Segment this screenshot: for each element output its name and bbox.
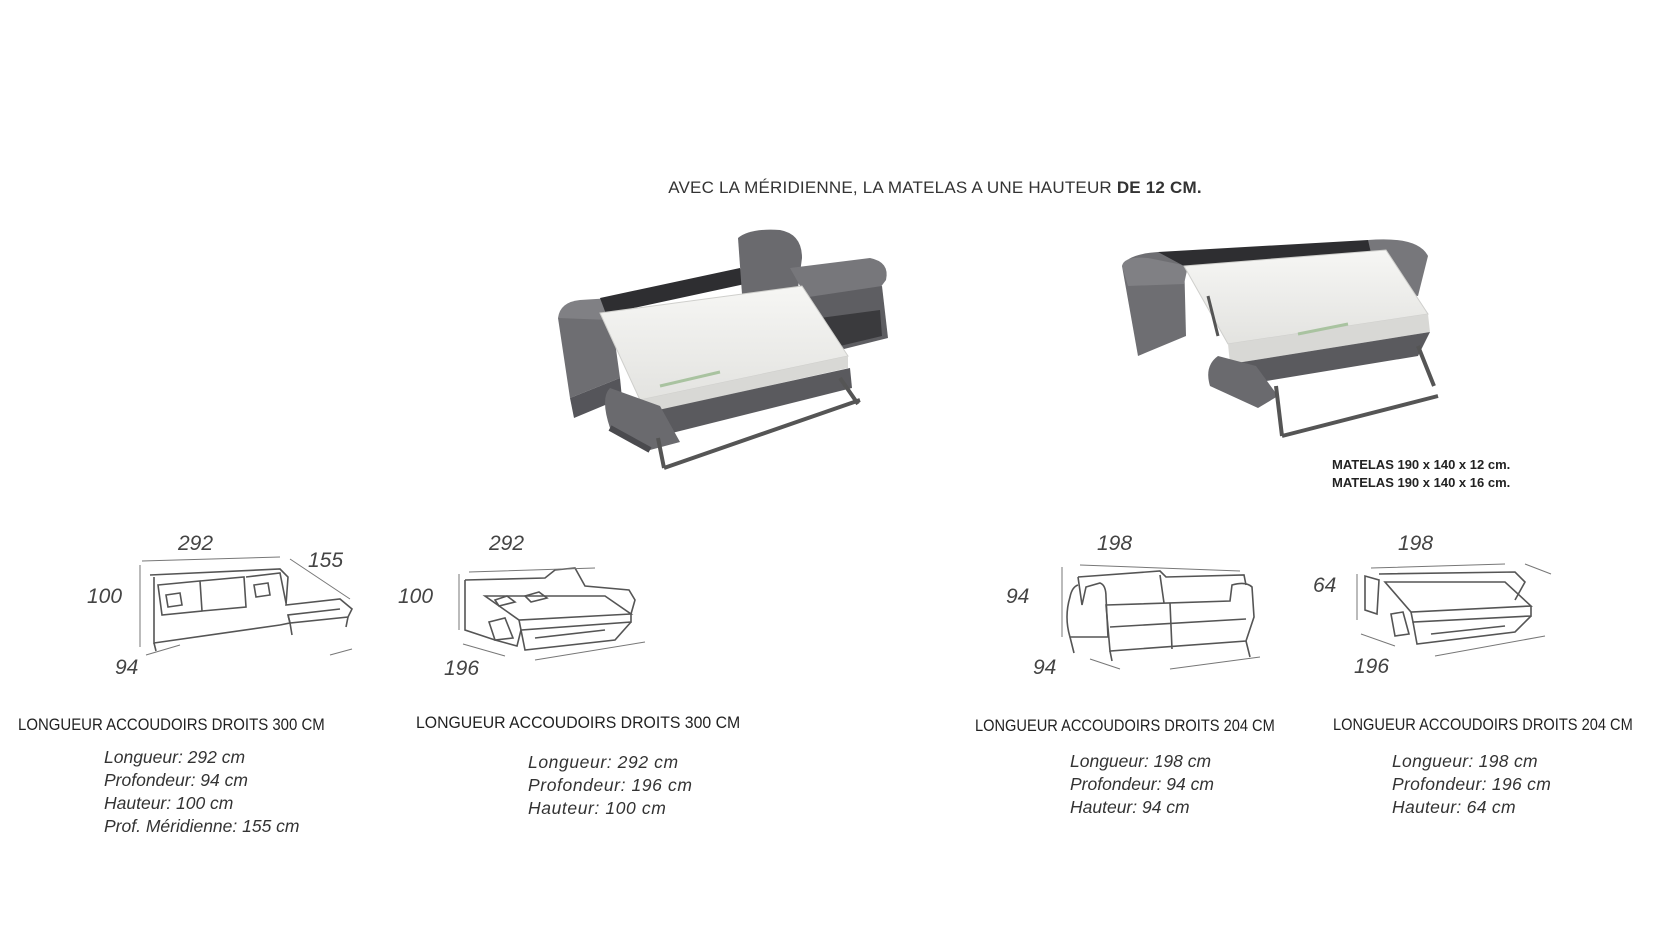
sofa-bed-meridienne-photo: [540, 228, 960, 518]
specs-4: Longueur: 198 cm Profondeur: 196 cm Haut…: [1392, 750, 1551, 819]
spec-chaise-depth: Prof. Méridienne: 155 cm: [104, 816, 300, 836]
specs-3: Longueur: 198 cm Profondeur: 94 cm Haute…: [1070, 750, 1214, 819]
headline: AVEC LA MÉRIDIENNE, LA MATELAS A UNE HAU…: [560, 178, 1310, 198]
sofa-bed-straight-photo: [1118, 236, 1538, 476]
dim-depth-2: 196: [444, 657, 480, 680]
model-title-2: LONGUEUR ACCOUDOIRS DROITS 300 CM: [416, 713, 741, 732]
dim-height-1: 100: [87, 585, 123, 608]
dim-height-2: 100: [398, 585, 434, 608]
spec-depth: Profondeur: 94 cm: [104, 770, 248, 790]
diagram-corner-sofa-bed: [455, 560, 655, 670]
spec-length: Longueur: 198 cm: [1070, 751, 1212, 771]
spec-depth: Profondeur: 94 cm: [1070, 774, 1214, 794]
dim-extra-1: 155: [308, 549, 344, 572]
spec-length: Longueur: 292 cm: [104, 747, 246, 767]
model-title-4: LONGUEUR ACCOUDOIRS DROITS 204 CM: [1333, 715, 1633, 734]
spec-height: Hauteur: 64 cm: [1392, 797, 1516, 817]
mattress-size-12: MATELAS 190 x 140 x 12 cm.: [1332, 457, 1511, 472]
specs-1: Longueur: 292 cm Profondeur: 94 cm Haute…: [104, 746, 300, 838]
diagram-straight-sofa: [1060, 557, 1270, 672]
diagram-straight-sofa-bed: [1355, 560, 1555, 670]
specs-2: Longueur: 292 cm Profondeur: 196 cm Haut…: [528, 751, 693, 820]
dim-length-3: 198: [1097, 532, 1133, 555]
spec-length: Longueur: 198 cm: [1392, 751, 1538, 771]
mattress-size-16: MATELAS 190 x 140 x 16 cm.: [1332, 475, 1511, 490]
dim-depth-4: 196: [1354, 655, 1390, 678]
model-title-3: LONGUEUR ACCOUDOIRS DROITS 204 CM: [975, 716, 1275, 735]
dim-height-3: 94: [1006, 585, 1030, 608]
dim-length-2: 292: [489, 532, 525, 555]
spec-depth: Profondeur: 196 cm: [528, 775, 693, 795]
spec-depth: Profondeur: 196 cm: [1392, 774, 1552, 794]
dim-depth-3: 94: [1033, 656, 1057, 679]
headline-text: AVEC LA MÉRIDIENNE, LA MATELAS A UNE HAU…: [668, 178, 1117, 197]
spec-height: Hauteur: 100 cm: [104, 793, 234, 813]
dim-length-1: 292: [178, 532, 214, 555]
mattress-sizes: MATELAS 190 x 140 x 12 cm. MATELAS 190 x…: [1332, 456, 1510, 492]
diagram-corner-sofa: [139, 555, 360, 665]
spec-height: Hauteur: 94 cm: [1070, 797, 1190, 817]
headline-emphasis: DE 12 CM.: [1116, 178, 1202, 197]
model-title-1: LONGUEUR ACCOUDOIRS DROITS 300 CM: [18, 715, 325, 734]
spec-height: Hauteur: 100 cm: [528, 798, 667, 818]
dim-height-4: 64: [1313, 574, 1337, 597]
dim-length-4: 198: [1398, 532, 1434, 555]
dim-depth-1: 94: [115, 656, 139, 679]
spec-length: Longueur: 292 cm: [528, 752, 679, 772]
